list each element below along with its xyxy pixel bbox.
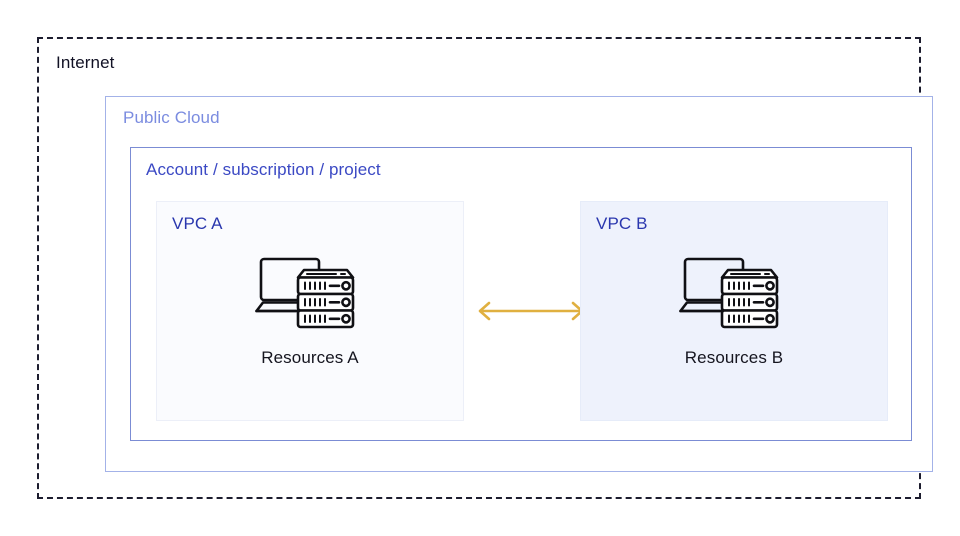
account-boundary: Account / subscription / project VPC A bbox=[130, 147, 912, 441]
vpc-a-container: VPC A bbox=[156, 201, 464, 421]
public-cloud-boundary: Public Cloud Account / subscription / pr… bbox=[105, 96, 933, 472]
laptop-server-rack-icon bbox=[679, 257, 779, 329]
internet-label: Internet bbox=[56, 53, 115, 72]
double-headed-arrow-icon bbox=[478, 301, 584, 321]
vpc-b-label: VPC B bbox=[596, 214, 648, 233]
resources-a-node: Resources A bbox=[157, 254, 463, 368]
laptop-server-rack-icon bbox=[255, 257, 355, 329]
public-cloud-label: Public Cloud bbox=[123, 108, 220, 127]
vpc-b-container: VPC B bbox=[580, 201, 888, 421]
internet-boundary: Internet Public Cloud Account / subscrip… bbox=[37, 37, 933, 499]
vpc-a-label: VPC A bbox=[172, 214, 223, 233]
resources-b-node: Resources B bbox=[581, 254, 887, 368]
resources-b-label: Resources B bbox=[684, 348, 784, 367]
resources-a-label: Resources A bbox=[261, 348, 359, 367]
account-label: Account / subscription / project bbox=[146, 160, 381, 179]
